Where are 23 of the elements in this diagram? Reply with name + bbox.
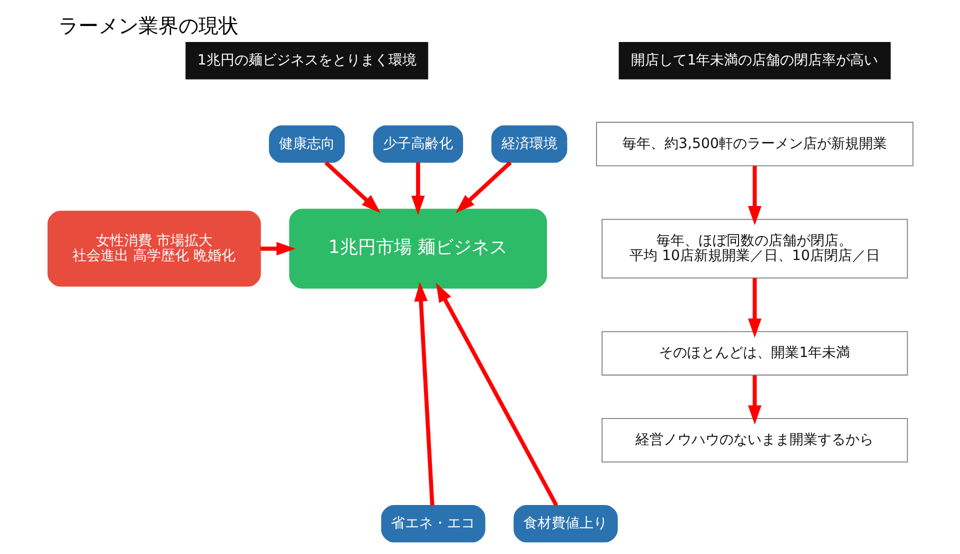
arrow bbox=[324, 160, 380, 214]
node-box: 食材費値上り bbox=[513, 504, 618, 542]
node-box: 経済環境 bbox=[490, 125, 567, 163]
arrow bbox=[747, 278, 761, 338]
arrow bbox=[260, 242, 296, 256]
node-box: そのほとんどは、開業1年未満 bbox=[601, 331, 908, 376]
node-box: 1兆円市場 麺ビジネス bbox=[288, 208, 546, 289]
node-box: 健康志向 bbox=[268, 125, 344, 163]
arrow bbox=[747, 375, 761, 425]
diagram-title: ラーメン業界の現状 bbox=[58, 13, 238, 38]
node-box: 開店して1年未満の店舗の閉店率が高い bbox=[618, 42, 890, 80]
node-box: 1兆円の麺ビジネスをとりまく環境 bbox=[185, 42, 428, 80]
node-box: 省エネ・エコ bbox=[380, 504, 485, 542]
arrow bbox=[410, 162, 424, 215]
arrow bbox=[414, 282, 434, 506]
arrow bbox=[436, 282, 558, 506]
arrow bbox=[455, 161, 512, 214]
node-box: 毎年、ほぼ同数の店舗が閉店。 平均 10店新規開業／日、10店閉店／日 bbox=[601, 218, 908, 279]
node-box: 女性消費 市場拡大 社会進出 高学歴化 晩婚化 bbox=[47, 210, 260, 287]
arrow bbox=[747, 166, 761, 226]
node-box: 少子高齢化 bbox=[372, 125, 463, 163]
node-box: 経営ノウハウのないまま開業するから bbox=[601, 418, 908, 463]
node-box: 毎年、約3,500軒のラーメン店が新規開業 bbox=[596, 122, 913, 166]
